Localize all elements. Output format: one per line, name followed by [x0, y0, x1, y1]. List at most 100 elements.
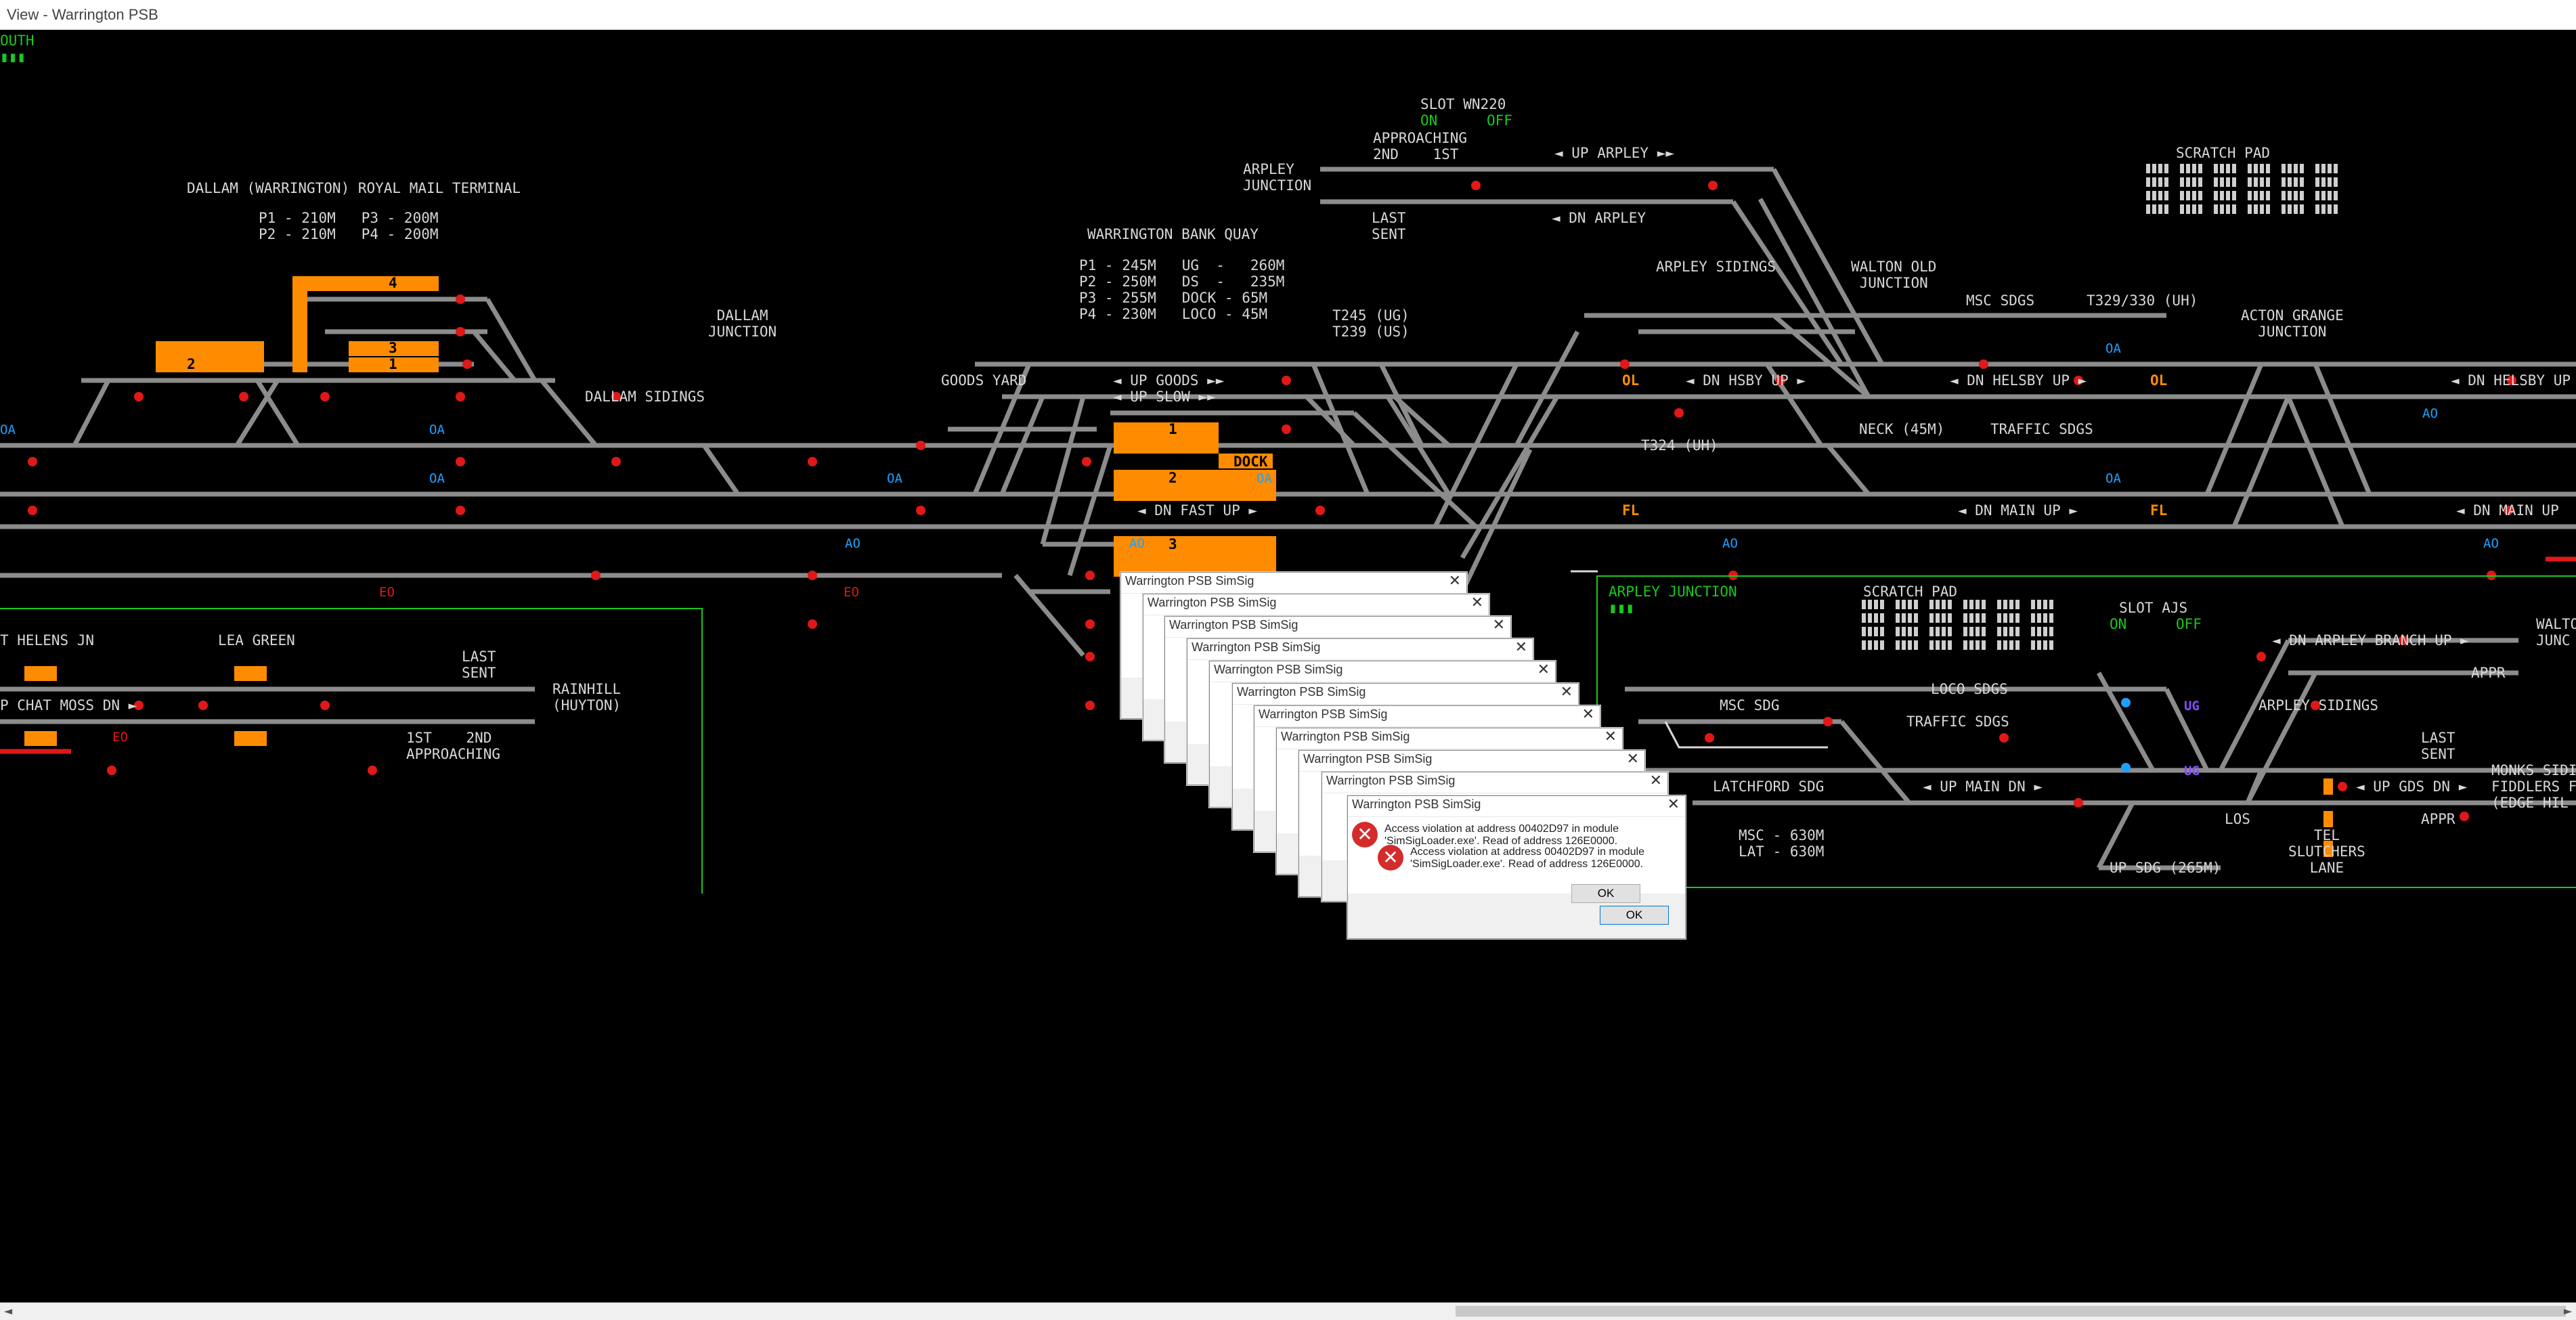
arpley-junction-indicator: ▮▮▮: [1609, 600, 1634, 616]
panel-corner-label: OUTH: [0, 32, 35, 49]
berth-lea-green-lower[interactable]: [234, 731, 267, 746]
scratch-pad-grid[interactable]: [2146, 164, 2340, 214]
slot-off-label[interactable]: OFF: [1487, 112, 1512, 129]
error-message: Access violation at address 00402D97 in …: [1410, 846, 1644, 870]
dialog-title: Warrington PSB SimSig: [1352, 797, 1481, 811]
scratch-pad-grid-lower[interactable]: [1862, 600, 2055, 650]
scroll-right-icon[interactable]: ►: [2563, 1304, 2573, 1317]
neck-label: NECK (45M): [1859, 421, 1945, 437]
dn-fast-up-label: ◄ DN FAST UP ►: [1137, 502, 1258, 519]
berth-dallam-1[interactable]: [349, 357, 439, 372]
last-sent-label-arpley: LAST SENT: [2421, 730, 2455, 762]
dialog-title: Warrington PSB SimSig: [1259, 707, 1388, 721]
bank-quay-row1: P1 - 245M UG - 260M: [1079, 257, 1285, 273]
dn-hsby-up-label: ◄ DN HSBY UP ►: [1686, 372, 1806, 389]
scroll-thumb[interactable]: [1456, 1306, 2566, 1317]
st-helens-frame: [0, 608, 703, 894]
msc-sdgs-label: MSC SDGS: [1966, 292, 2035, 309]
berth-lea-green-upper[interactable]: [234, 666, 267, 681]
up-arpley-label: ◄ UP ARPLEY ►►: [1554, 145, 1675, 161]
berth-label: 1: [389, 356, 397, 372]
error-icon: ✕: [1378, 845, 1403, 871]
rainhill-label: RAINHILL (HUYTON): [552, 681, 621, 713]
dn-arpley-branch-up-label: ◄ DN ARPLEY BRANCH UP ►: [2272, 632, 2469, 648]
berth-label: 2: [187, 356, 196, 372]
approaching-label: APPROACHING: [1373, 130, 1468, 146]
dialog-title: Warrington PSB SimSig: [1326, 774, 1456, 787]
scroll-left-icon[interactable]: ◄: [3, 1304, 13, 1317]
ug-indicator: UG: [2184, 764, 2200, 778]
route-indicator-oa: OA: [887, 471, 902, 486]
close-icon[interactable]: ✕: [1649, 772, 1662, 789]
berth-dallam-4[interactable]: [292, 276, 439, 291]
close-icon[interactable]: ✕: [1604, 728, 1617, 745]
up-goods-label: ◄ UP GOODS ►►: [1113, 372, 1225, 389]
close-icon[interactable]: ✕: [1492, 617, 1505, 634]
t324-label: T324 (UH): [1641, 437, 1718, 454]
los-label: LOS: [2225, 811, 2250, 827]
slot-ajs-on[interactable]: ON: [2110, 616, 2127, 632]
dialog-divider: [1348, 816, 1685, 817]
bank-quay-label: WARRINGTON BANK QUAY: [1087, 226, 1259, 242]
route-indicator-ao: AO: [2483, 536, 2499, 551]
dn-main-up-label: ◄ DN MAIN UP ►: [1958, 502, 2078, 519]
berth-bq-3[interactable]: [1114, 536, 1276, 577]
horizontal-scrollbar[interactable]: ◄ ►: [0, 1302, 2576, 1320]
dialog-title: Warrington PSB SimSig: [1125, 574, 1254, 588]
dialog-title: Warrington PSB SimSig: [1148, 596, 1277, 609]
berth-label: DOCK: [1234, 454, 1268, 470]
berth-bq-dock[interactable]: [1219, 454, 1273, 468]
ok-button[interactable]: OK: [1571, 884, 1640, 903]
dialog-divider: [1299, 771, 1644, 772]
dn-helsby-up-label-right: ◄ DN HELSBY UP: [2451, 372, 2571, 389]
slot-on-label[interactable]: ON: [1420, 112, 1438, 129]
route-indicator-oa: OA: [1257, 471, 1272, 486]
close-icon[interactable]: ✕: [1667, 796, 1680, 813]
berth-st-helens-upper[interactable]: [24, 666, 57, 681]
bank-quay-row4: P4 - 230M LOCO - 45M: [1079, 306, 1268, 322]
route-indicator-eo: EO: [112, 730, 128, 745]
up-main-dn-label: ◄ UP MAIN DN ►: [1923, 778, 2043, 795]
dialog-divider: [1121, 593, 1466, 594]
dialog-title: Warrington PSB SimSig: [1303, 752, 1433, 766]
berth-dallam-stub: [292, 291, 307, 372]
second-first-label: 2ND 1ST: [1373, 146, 1459, 162]
error-message: Access violation at address 00402D97 in …: [1384, 823, 1619, 847]
berth-label: 3: [1169, 536, 1177, 552]
close-icon[interactable]: ✕: [1560, 684, 1573, 701]
slot-ajs-off[interactable]: OFF: [2176, 616, 2202, 632]
dallam-p2-label: P2 - 210M P4 - 200M: [259, 226, 439, 242]
route-indicator-oa: OA: [429, 422, 445, 437]
error-dialog-front[interactable]: Warrington PSB SimSig ✕ ✕ Access violati…: [1347, 795, 1686, 939]
dialog-title: Warrington PSB SimSig: [1169, 618, 1298, 632]
traffic-sdgs-label-lower: TRAFFIC SDGS: [1906, 713, 2009, 730]
dn-helsby-up-label: ◄ DN HELSBY UP ►: [1950, 372, 2087, 389]
latchford-label: LATCHFORD SDG: [1713, 778, 1825, 795]
route-indicator-ao: AO: [1722, 536, 1738, 551]
fl-indicator: FL: [1622, 502, 1640, 519]
berth-arpley-3[interactable]: [2323, 841, 2333, 857]
berth-dallam-3[interactable]: [349, 341, 439, 356]
ok-button[interactable]: OK: [1600, 906, 1669, 925]
dialog-title: Warrington PSB SimSig: [1281, 730, 1410, 743]
berth-st-helens-lower[interactable]: [24, 731, 57, 746]
berth-arpley-1[interactable]: [2323, 778, 2333, 795]
berth-bq-2[interactable]: [1114, 470, 1276, 501]
close-icon[interactable]: ✕: [1514, 639, 1527, 656]
berth-arpley-2[interactable]: [2323, 811, 2333, 827]
dialog-title: Warrington PSB SimSig: [1214, 663, 1343, 676]
ol-indicator: OL: [1622, 372, 1640, 389]
st-helens-label: T HELENS JN: [0, 632, 95, 648]
route-indicator-eo: EO: [844, 585, 859, 600]
lea-green-label: LEA GREEN: [218, 632, 295, 648]
close-icon[interactable]: ✕: [1448, 573, 1461, 590]
berth-dallam-2[interactable]: [156, 341, 264, 372]
ol-indicator: OL: [2150, 372, 2168, 389]
walton-old-junction-label: WALTON OLD JUNCTION: [1851, 259, 1937, 291]
signalling-panel[interactable]: 4 3 2 1 1 DOCK 2 3 OUTH ▮▮▮ DALLAM (WARR…: [0, 30, 2576, 1302]
close-icon[interactable]: ✕: [1470, 594, 1483, 611]
close-icon[interactable]: ✕: [1581, 706, 1594, 723]
berth-bq-1[interactable]: [1114, 422, 1219, 454]
close-icon[interactable]: ✕: [1626, 751, 1639, 768]
close-icon[interactable]: ✕: [1537, 661, 1550, 678]
